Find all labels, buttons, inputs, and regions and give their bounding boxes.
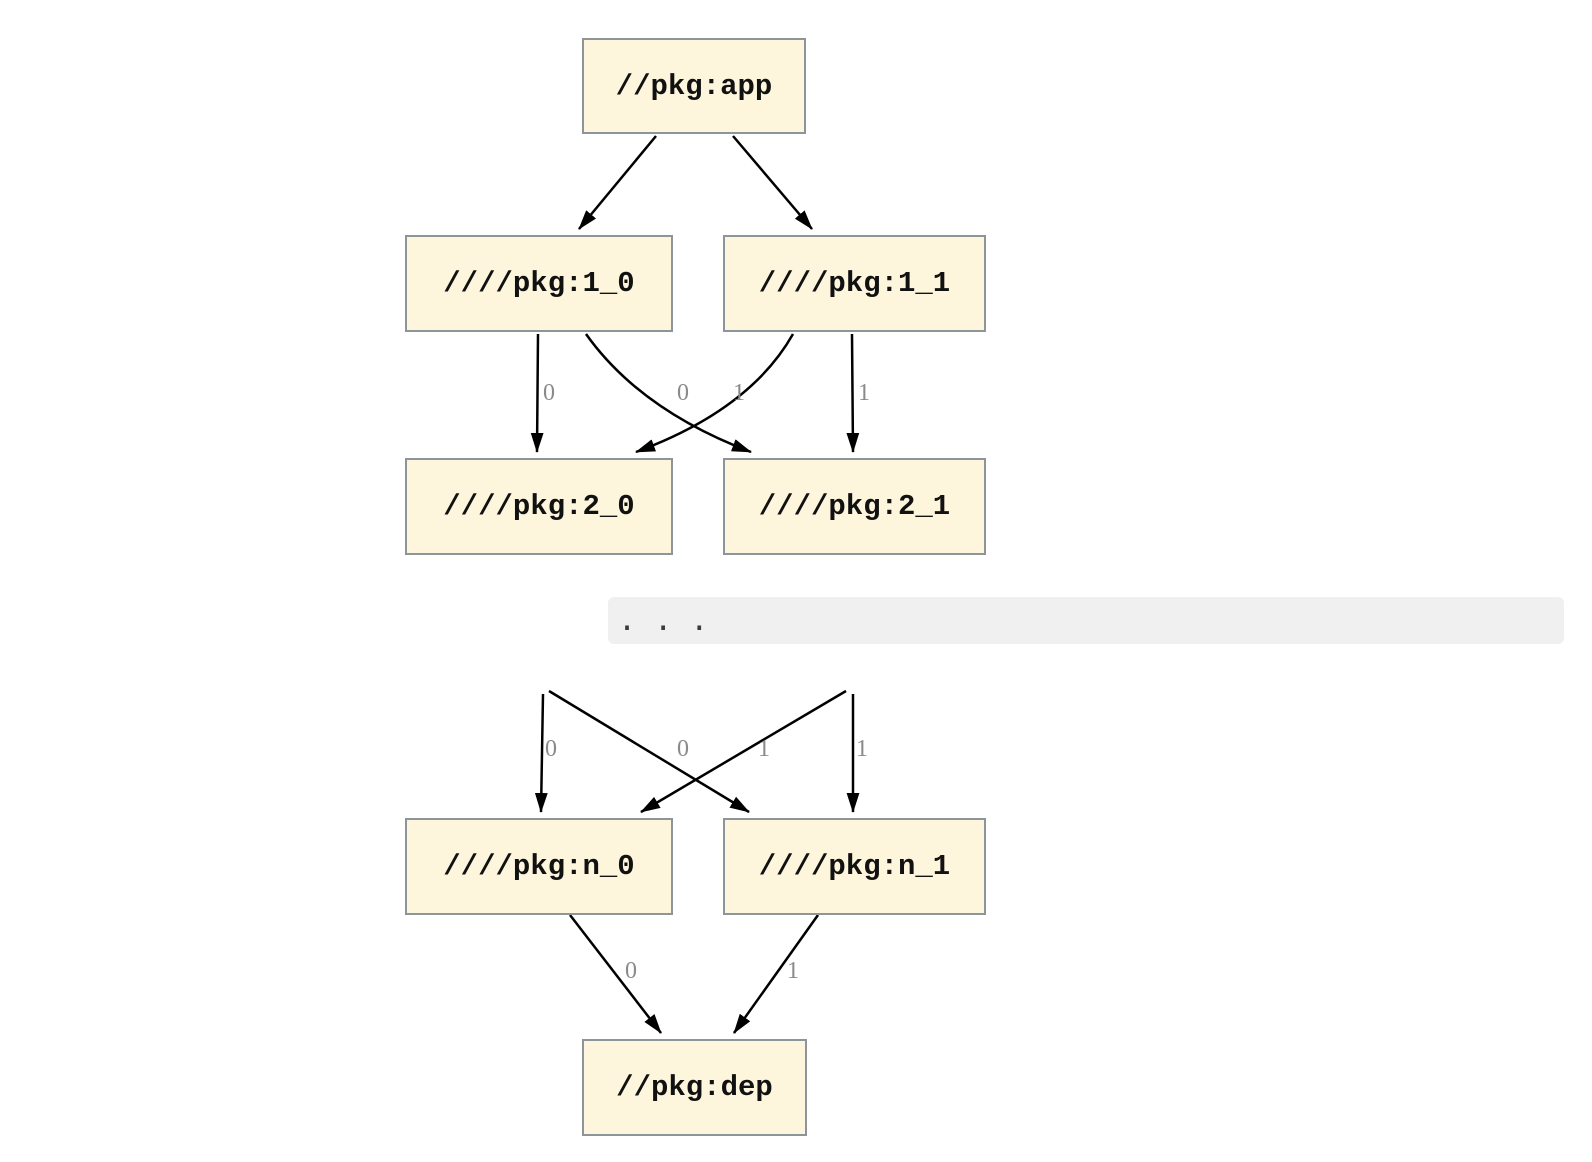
graph-node-label: ////pkg:n_0 (443, 850, 635, 883)
edge-label-1_1-to-2_1: 1 (858, 380, 870, 406)
graph-node-1_1: ////pkg:1_1 (723, 235, 986, 332)
edge-label-elided_0-to-n_1: 1 (758, 736, 770, 762)
edge-label-n_1-to-dep: 1 (787, 958, 799, 984)
edge-label-1_0-to-2_1: 1 (733, 380, 745, 406)
graph-node-label: ////pkg:2_0 (443, 490, 635, 523)
graph-node-n_1: ////pkg:n_1 (723, 818, 986, 915)
elision-dots: . . . (618, 602, 709, 638)
elision-code-bar: . . . (608, 597, 1564, 644)
edge-label-n_0-to-dep: 0 (625, 958, 637, 984)
graph-node-app: //pkg:app (582, 38, 806, 134)
graph-node-label: ////pkg:1_1 (758, 267, 951, 300)
graph-edge-1_0-to-2_0 (530, 333, 544, 453)
graph-edge-n_0-to-dep (569, 914, 662, 1034)
edge-label-1_0-to-2_0: 0 (543, 380, 555, 406)
edge-label-1_1-to-2_0: 0 (677, 380, 689, 406)
edge-label-elided_1-to-n_1: 1 (856, 736, 868, 762)
graph-node-2_1: ////pkg:2_1 (723, 458, 986, 555)
graph-node-1_0: ////pkg:1_0 (405, 235, 673, 332)
graph-node-n_0: ////pkg:n_0 (405, 818, 673, 915)
graph-node-label: ////pkg:2_1 (758, 490, 951, 523)
graph-edge-elided_0-to-n_1 (548, 689, 750, 814)
edge-label-elided_1-to-n_0: 0 (677, 736, 689, 762)
graph-edge-app-to-1_0 (578, 135, 657, 230)
graph-edge-1_0-to-2_1 (584, 333, 752, 454)
graph-edge-1_1-to-2_1 (846, 333, 860, 453)
graph-node-2_0: ////pkg:2_0 (405, 458, 673, 555)
graph-node-label: //pkg:dep (616, 1071, 773, 1104)
graph-node-dep: //pkg:dep (582, 1039, 807, 1136)
graph-edge-n_1-to-dep (732, 914, 820, 1034)
graph-edge-1_1-to-2_0 (635, 333, 795, 454)
graph-edge-app-to-1_1 (732, 135, 813, 230)
graph-edge-elided_1-to-n_0 (640, 689, 847, 814)
edge-label-elided_0-to-n_0: 0 (545, 736, 557, 762)
graph-edge-elided_0-to-n_0 (534, 693, 548, 813)
graph-node-label: ////pkg:1_0 (443, 267, 635, 300)
graph-node-label: ////pkg:n_1 (758, 850, 951, 883)
graph-node-label: //pkg:app (615, 69, 773, 103)
